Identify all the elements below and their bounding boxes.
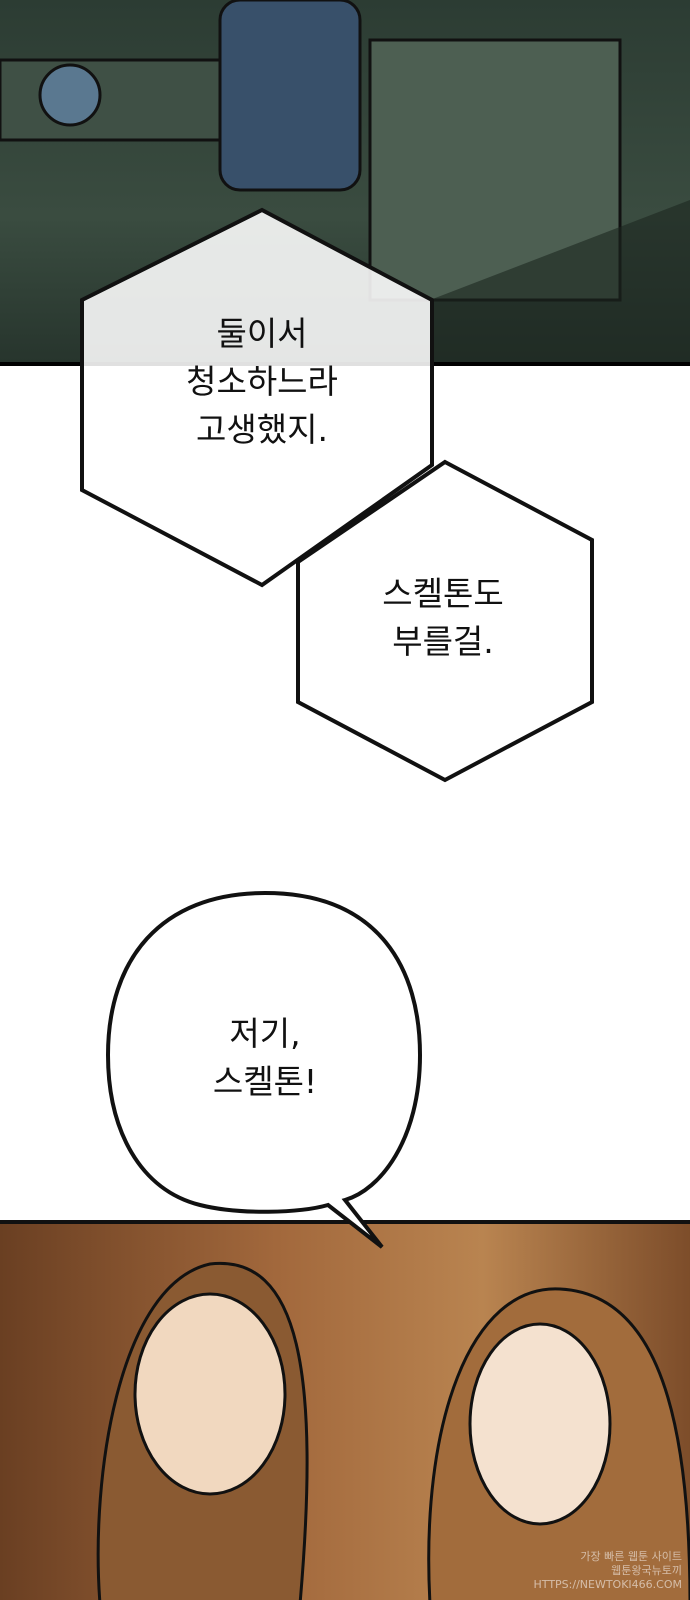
bubble-text-1: 둘이서 청소하느라 고생했지. bbox=[186, 314, 338, 449]
characters-illustration bbox=[96, 1261, 690, 1600]
watermark-line: HTTPS://NEWTOKI466.COM bbox=[533, 1578, 682, 1591]
round-bubble bbox=[105, 890, 423, 1249]
office-illustration bbox=[0, 0, 690, 362]
watermark-line: 웹툰왕국뉴토끼 bbox=[611, 1564, 682, 1577]
hex-bubble-2 bbox=[296, 459, 594, 783]
hex-bubble-1 bbox=[80, 207, 434, 588]
bubble-text-3: 저기, 스켈톤! bbox=[212, 1014, 318, 1101]
watermark-line: 가장 빠른 웹툰 사이트 bbox=[580, 1550, 682, 1563]
bubble-text-2: 스켈톤도 부를걸. bbox=[382, 574, 504, 661]
